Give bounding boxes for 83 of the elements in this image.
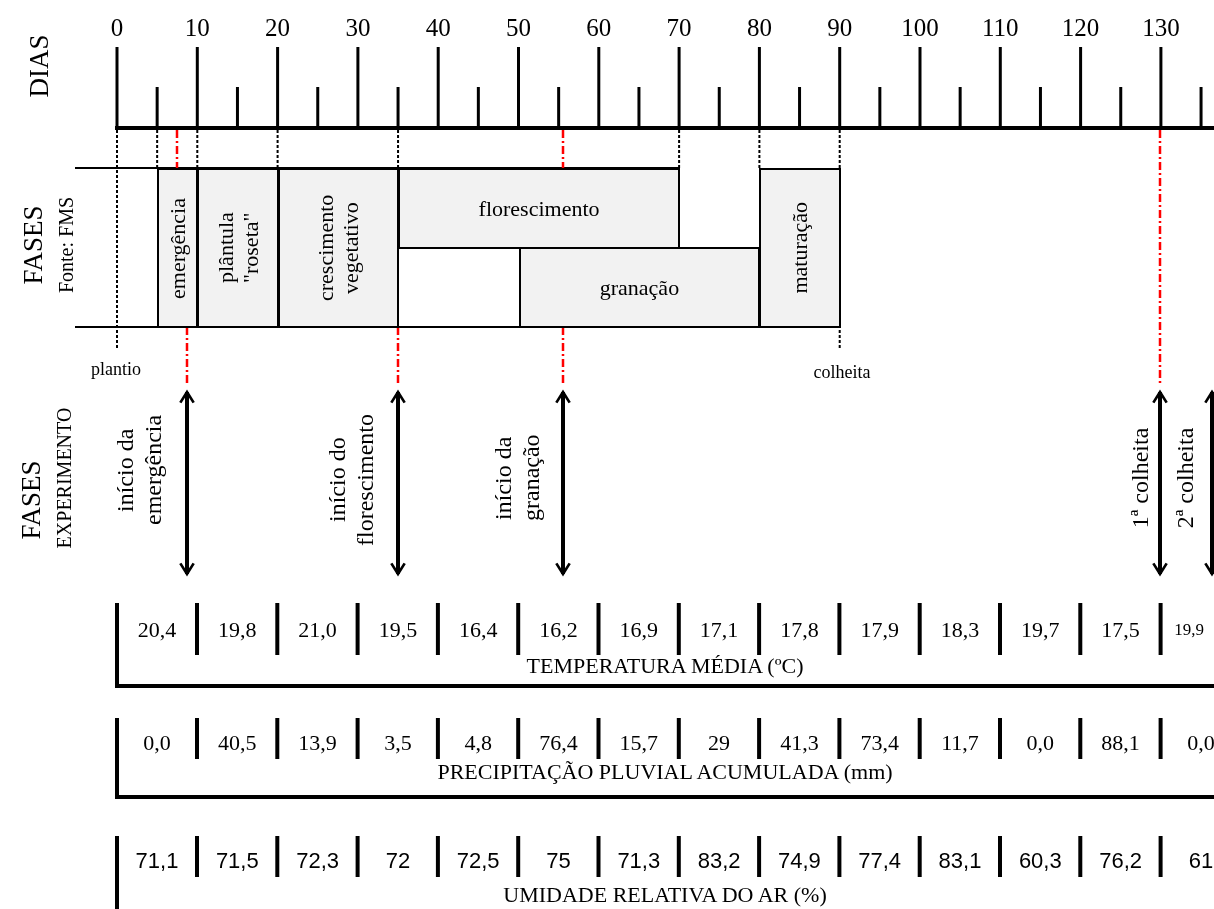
note-label: colheita [813, 363, 871, 383]
data-value: 19,8 [218, 617, 257, 643]
data-value: 17,8 [780, 617, 819, 643]
data-value: 71,3 [617, 848, 661, 874]
phase-label: plântula "roseta" [212, 211, 264, 286]
event-label: 2ª colheita [1172, 427, 1200, 529]
side-label: EXPERIMENTO [53, 407, 75, 549]
data-value: 29 [708, 730, 731, 756]
data-value: 73,4 [860, 730, 899, 756]
data-value: 0,0 [143, 730, 171, 756]
tick-label: 80 [746, 14, 772, 42]
data-value: 19,7 [1021, 617, 1060, 643]
phase-box [759, 168, 841, 328]
tick-label: 10 [184, 14, 210, 42]
data-value: 0,0 [1187, 730, 1214, 756]
data-value: 71,5 [215, 848, 259, 874]
data-value: 72 [385, 848, 411, 874]
data-value: 77,4 [858, 848, 902, 874]
data-value: 3,5 [384, 730, 412, 756]
event-label: 1ª colheita [1127, 427, 1155, 529]
data-value: 83,2 [697, 848, 741, 874]
data-value: 13,9 [298, 730, 337, 756]
tick-label: 130 [1142, 14, 1180, 42]
data-value: 16,4 [458, 617, 498, 643]
row-title: UMIDADE RELATIVA DO AR (%) [503, 882, 827, 908]
tick-label: 60 [586, 14, 612, 42]
data-value: 75 [546, 848, 571, 874]
tick-label: 30 [345, 14, 371, 42]
phase-label: florescimento [478, 195, 600, 222]
phase-box [518, 247, 761, 328]
phase-label: crescimento vegetativo [313, 193, 364, 304]
phase-box [197, 168, 279, 328]
tick-label: 120 [1061, 14, 1100, 42]
tick-label: 90 [827, 14, 853, 42]
data-value: 72,5 [456, 848, 500, 874]
data-value: 19,9 [1174, 620, 1204, 640]
data-value: 17,9 [860, 617, 899, 643]
data-value: 11,7 [941, 730, 979, 756]
tick-label: 110 [982, 14, 1019, 42]
event-label: início do florescimento [324, 413, 379, 548]
data-value: 83,1 [938, 848, 982, 874]
data-value: 71,1 [135, 848, 179, 874]
phase-box [157, 168, 199, 328]
data-value: 20,4 [137, 617, 177, 643]
data-value: 72,3 [296, 848, 339, 874]
phase-label: emergência [165, 197, 191, 299]
data-value: 18,3 [940, 617, 980, 643]
data-value: 41,3 [780, 730, 819, 756]
side-label: FASES [17, 460, 47, 540]
phase-label: maturação [787, 202, 813, 294]
side-label: DIAS [25, 34, 55, 98]
row-title: TEMPERATURA MÉDIA (ºC) [526, 653, 804, 679]
data-value: 16,9 [619, 617, 659, 643]
data-value: 15,7 [619, 730, 659, 756]
phase-box [277, 168, 400, 328]
event-label: início da granação [490, 433, 545, 524]
data-value: 61 [1188, 848, 1214, 874]
tick-label: 70 [666, 14, 692, 42]
row-title: PRECIPITAÇÃO PLUVIAL ACUMULADA (mm) [437, 759, 893, 785]
side-label: Fonte: FMS [55, 196, 77, 294]
data-value: 21,0 [298, 617, 337, 643]
data-value: 76,2 [1099, 848, 1142, 874]
tick-label: 100 [901, 14, 939, 42]
data-value: 88,1 [1101, 730, 1140, 756]
event-label: início da emergência [112, 413, 167, 528]
data-value: 0,0 [1026, 730, 1055, 756]
data-value: 17,5 [1101, 617, 1140, 643]
data-value: 16,2 [539, 617, 578, 643]
tick-label: 50 [506, 14, 531, 42]
data-value: 19,5 [378, 617, 418, 643]
data-value: 76,4 [539, 730, 578, 756]
data-value: 40,5 [218, 730, 257, 756]
tick-label: 40 [425, 14, 451, 42]
tick-label: 0 [110, 14, 124, 42]
data-value: 74,9 [778, 848, 821, 874]
note-label: plantio [91, 360, 141, 380]
side-label: FASES [19, 205, 49, 285]
data-value: 60,3 [1018, 848, 1062, 874]
phase-box [398, 168, 681, 249]
data-value: 17,1 [699, 617, 739, 643]
phase-label: granação [599, 274, 680, 301]
data-value: 4,8 [464, 730, 492, 756]
tick-label: 20 [265, 14, 291, 42]
